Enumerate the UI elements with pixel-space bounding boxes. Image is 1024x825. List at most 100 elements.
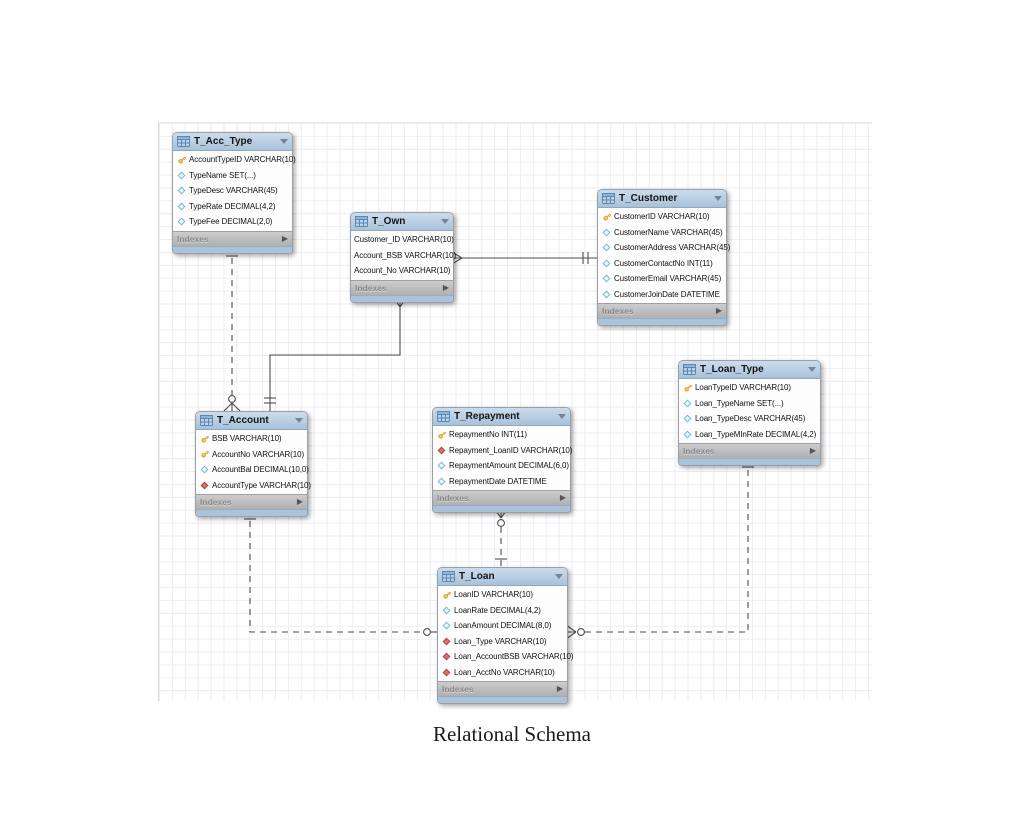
table-row[interactable]: TypeRate DECIMAL(4,2)	[173, 199, 292, 215]
table-row[interactable]: RepaymentAmount DECIMAL(6,0)	[433, 458, 570, 474]
table-icon	[177, 136, 190, 147]
table-row[interactable]: Loan_AccountBSB VARCHAR(10)	[438, 649, 574, 665]
collapse-icon[interactable]	[808, 367, 816, 372]
table-row[interactable]: Account_No VARCHAR(10)	[351, 263, 453, 279]
table-row[interactable]: CustomerEmail VARCHAR(45)	[598, 271, 726, 287]
indexes-label: Indexes	[602, 306, 634, 316]
rel-loan-loantype[interactable]	[565, 462, 754, 640]
column-icon	[176, 186, 187, 195]
indexes-footer[interactable]: Indexes ▶	[679, 443, 820, 458]
table-row[interactable]: Account_BSB VARCHAR(10)	[351, 248, 456, 264]
table-header[interactable]: T_Account	[196, 412, 307, 430]
table-row[interactable]: Customer_ID VARCHAR(10)	[351, 232, 454, 248]
expand-icon: ▶	[559, 493, 566, 502]
column-definition: AccountTypeID VARCHAR(10)	[189, 155, 296, 165]
table-row[interactable]: LoanTypeID VARCHAR(10)	[679, 380, 820, 396]
table-title: T_Acc_Type	[194, 136, 253, 147]
table-row[interactable]: TypeDesc VARCHAR(45)	[173, 183, 292, 199]
table-row[interactable]: LoanAmount DECIMAL(8,0)	[438, 618, 567, 634]
table-icon	[683, 364, 696, 375]
table-icon	[437, 411, 450, 422]
table-row[interactable]: AccountBal DECIMAL(10,0)	[196, 462, 309, 478]
table-header[interactable]: T_Own	[351, 213, 453, 231]
collapse-icon[interactable]	[441, 219, 449, 224]
table-row[interactable]: Loan_AcctNo VARCHAR(10)	[438, 665, 567, 681]
column-definition: RepaymentNo INT(11)	[449, 430, 527, 440]
collapse-icon[interactable]	[555, 574, 563, 579]
table-t-loan-type[interactable]: T_Loan_Type LoanTypeID VARCHAR(10)Loan_T…	[678, 360, 821, 466]
column-icon	[176, 202, 187, 211]
table-row[interactable]: CustomerContactNo INT(11)	[598, 256, 726, 272]
table-bottom-strip	[196, 509, 307, 516]
rel-own-account[interactable]	[264, 296, 408, 411]
fk-icon	[436, 446, 447, 455]
expand-icon: ▶	[556, 684, 563, 693]
column-definition: TypeDesc VARCHAR(45)	[189, 186, 278, 196]
column-icon	[176, 217, 187, 226]
table-t-acc-type[interactable]: T_Acc_Type AccountTypeID VARCHAR(10) Type…	[172, 132, 296, 254]
column-definition: CustomerContactNo INT(11)	[614, 258, 713, 268]
table-bottom-strip	[679, 458, 820, 465]
collapse-icon[interactable]	[295, 418, 303, 423]
indexes-footer[interactable]: Indexes ▶	[173, 230, 292, 246]
table-row[interactable]: AccountTypeID VARCHAR(10)	[173, 152, 296, 168]
collapse-icon[interactable]	[714, 196, 722, 201]
collapse-icon[interactable]	[280, 139, 288, 144]
table-row[interactable]: AccountType VARCHAR(10)	[196, 478, 311, 494]
table-bottom-strip	[173, 245, 292, 253]
indexes-footer[interactable]: Indexes ▶	[598, 303, 726, 318]
table-row[interactable]: TypeFee DECIMAL(2,0)	[173, 214, 292, 230]
table-row[interactable]: RepaymentNo INT(11)	[433, 427, 570, 443]
rel-account-loan[interactable]	[244, 510, 437, 636]
table-title: T_Loan	[459, 571, 495, 582]
column-definition: CustomerAddress VARCHAR(45)	[614, 243, 731, 253]
table-header[interactable]: T_Repayment	[433, 408, 570, 426]
fk-icon	[199, 481, 210, 490]
table-t-account[interactable]: T_Account BSB VARCHAR(10)AccountNo VARCH…	[195, 411, 311, 517]
table-row[interactable]: Loan_TypeMInRate DECIMAL(4,2)	[679, 427, 820, 443]
column-icon	[682, 414, 693, 423]
table-t-loan[interactable]: T_Loan LoanID VARCHAR(10)LoanRate DECIMA…	[437, 567, 574, 704]
table-header[interactable]: T_Customer	[598, 190, 726, 208]
indexes-footer[interactable]: Indexes ▶	[433, 490, 570, 505]
table-row[interactable]: CustomerJoinDate DATETIME	[598, 287, 726, 303]
table-t-repayment[interactable]: T_Repayment RepaymentNo INT(11) Repayment…	[432, 407, 572, 513]
rel-acc-type-account[interactable]	[223, 247, 241, 412]
table-header[interactable]: T_Loan	[438, 568, 567, 586]
table-row[interactable]: CustomerName VARCHAR(45)	[598, 225, 726, 241]
table-row[interactable]: Loan_TypeName SET(...)	[679, 396, 820, 412]
column-icon	[601, 259, 612, 268]
table-icon	[442, 571, 455, 582]
table-row[interactable]: LoanRate DECIMAL(4,2)	[438, 603, 567, 619]
table-row[interactable]: TypeName SET(...)	[173, 168, 292, 184]
column-definition: AccountType VARCHAR(10)	[212, 480, 311, 490]
indexes-label: Indexes	[683, 446, 715, 456]
table-row[interactable]: AccountNo VARCHAR(10)	[196, 447, 307, 463]
indexes-footer[interactable]: Indexes ▶	[351, 279, 453, 295]
column-definition: Account_No VARCHAR(10)	[354, 266, 451, 276]
table-t-own[interactable]: T_Own Customer_ID VARCHAR(10)Account_BSB…	[350, 212, 456, 303]
table-row[interactable]: Loan_TypeDesc VARCHAR(45)	[679, 411, 820, 427]
rel-own-customer[interactable]	[451, 251, 597, 265]
key-icon	[199, 434, 210, 444]
table-t-customer[interactable]: T_Customer CustomerID VARCHAR(10)Custome…	[597, 189, 730, 326]
table-row[interactable]: BSB VARCHAR(10)	[196, 431, 307, 447]
table-header[interactable]: T_Loan_Type	[679, 361, 820, 379]
collapse-icon[interactable]	[558, 414, 566, 419]
table-header[interactable]: T_Acc_Type	[173, 133, 292, 151]
table-bottom-strip	[438, 696, 567, 703]
indexes-footer[interactable]: Indexes ▶	[438, 681, 567, 696]
expand-icon: ▶	[281, 233, 288, 243]
indexes-footer[interactable]: Indexes ▶	[196, 494, 307, 509]
table-row[interactable]: Repayment_LoanID VARCHAR(10)	[433, 443, 572, 459]
table-icon	[200, 415, 213, 426]
table-row[interactable]: CustomerID VARCHAR(10)	[598, 209, 726, 225]
column-definition: Loan_AcctNo VARCHAR(10)	[454, 667, 555, 677]
table-row[interactable]: Loan_Type VARCHAR(10)	[438, 634, 567, 650]
table-row[interactable]: LoanID VARCHAR(10)	[438, 587, 567, 603]
rel-repayment-loan[interactable]	[493, 507, 509, 567]
column-icon	[436, 477, 447, 486]
table-row[interactable]: CustomerAddress VARCHAR(45)	[598, 240, 730, 256]
table-row[interactable]: RepaymentDate DATETIME	[433, 474, 570, 490]
column-icon	[176, 171, 187, 180]
